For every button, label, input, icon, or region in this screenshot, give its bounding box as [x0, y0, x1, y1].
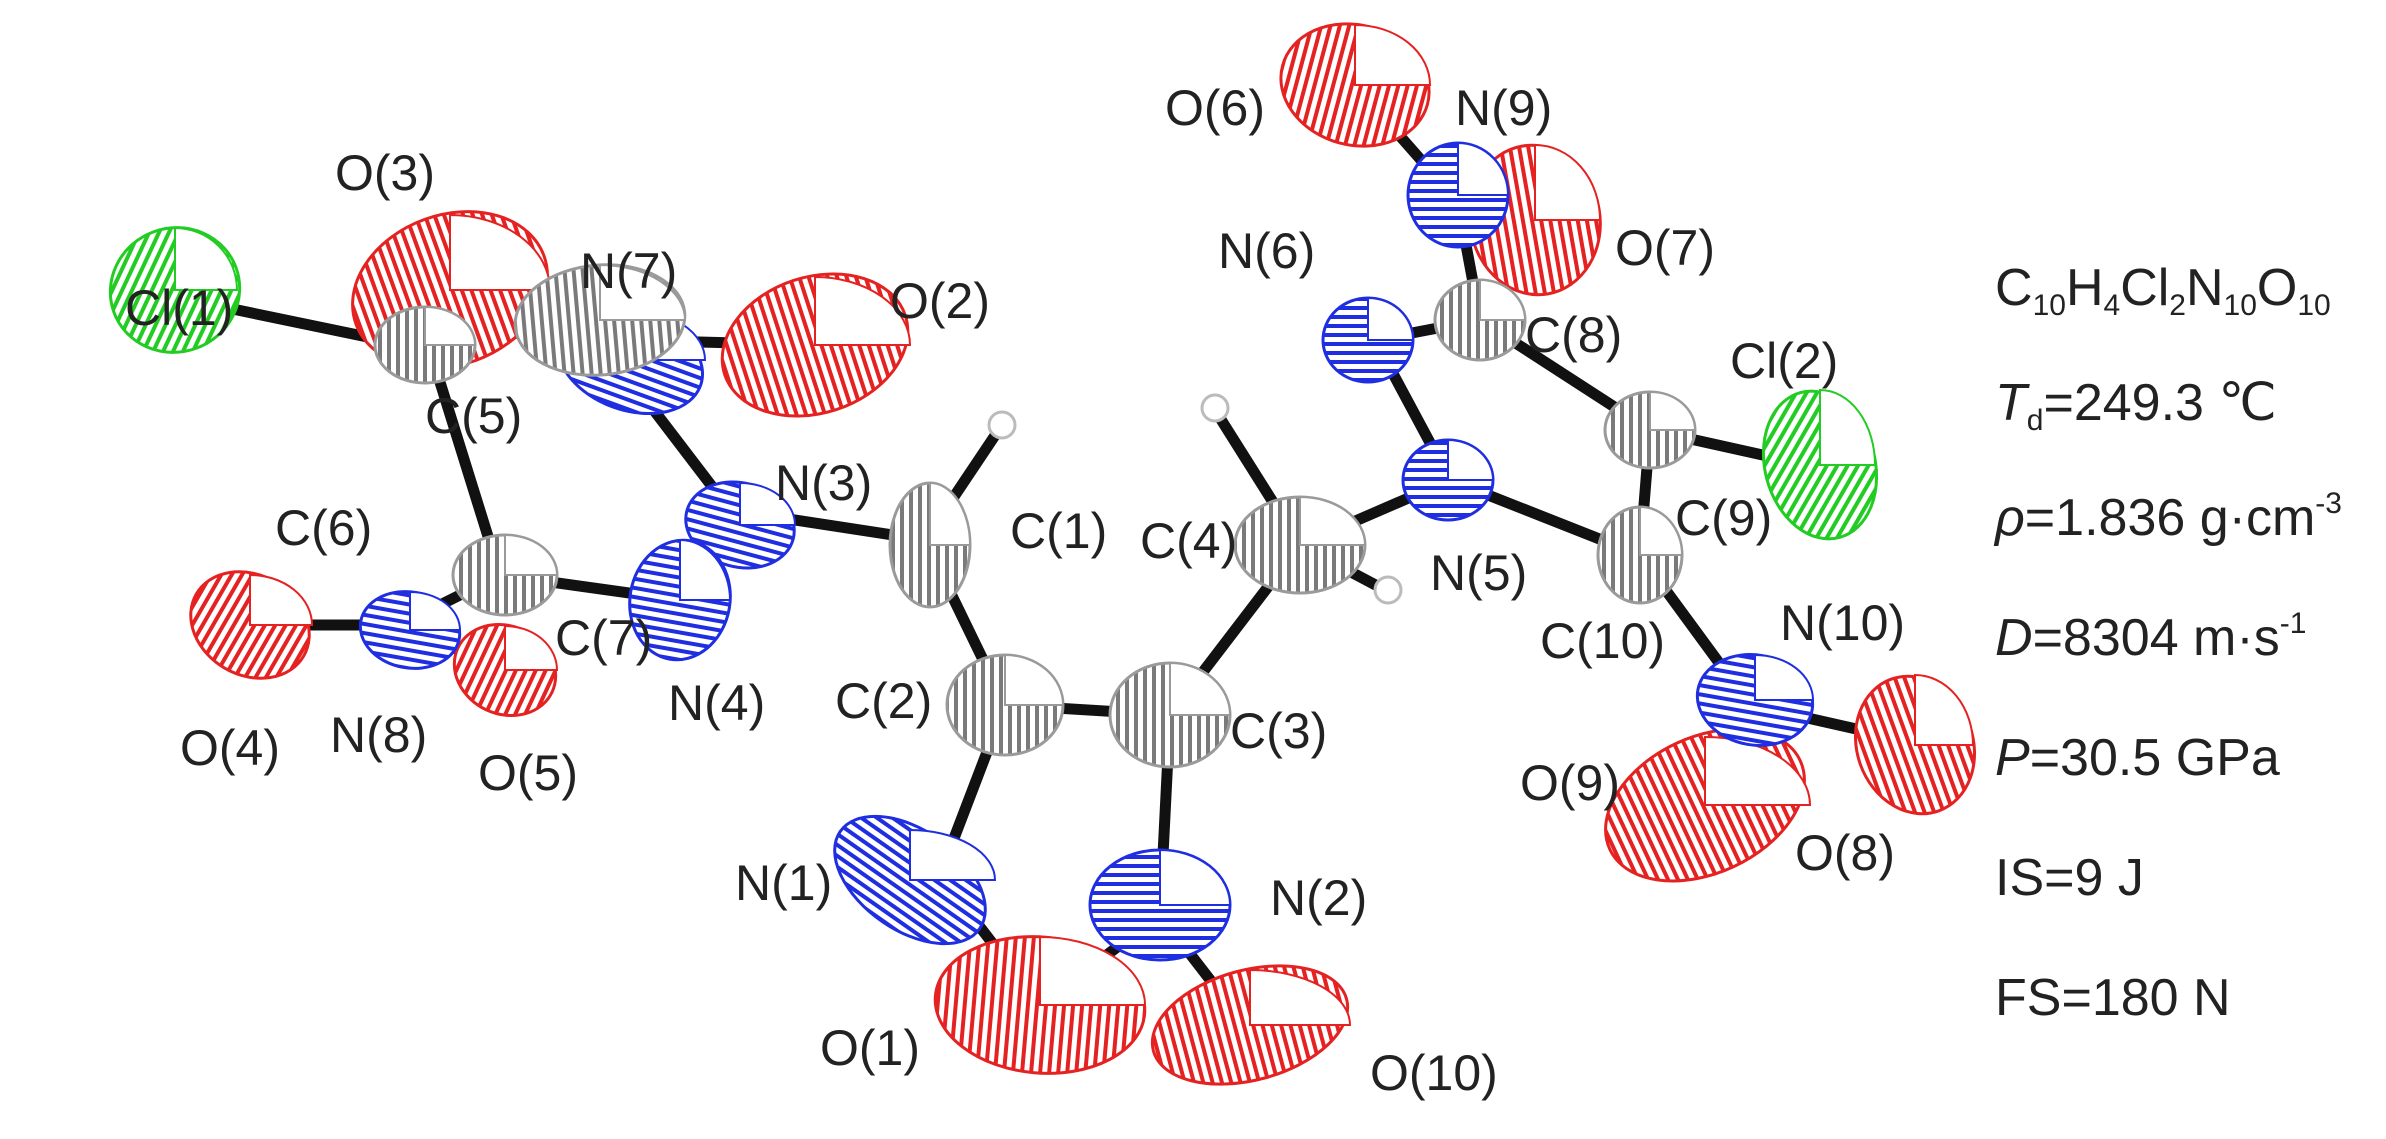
formula-part-3: 4: [2104, 289, 2121, 322]
atoms: [108, 22, 1977, 1086]
formula-part-0: C: [1995, 259, 2033, 317]
atom-o5: [452, 622, 559, 718]
label-o5: O(5): [478, 745, 578, 801]
label-n1: N(1): [735, 855, 832, 911]
atom-n2: [1088, 848, 1232, 962]
label-o7: O(7): [1615, 220, 1715, 276]
friction-sensitivity: FS=180 N: [1995, 969, 2231, 1027]
atom-n10: [1695, 653, 1815, 747]
atom-c10: [1596, 505, 1684, 605]
formula-part-6: N: [2186, 259, 2224, 317]
label-n2: N(2): [1270, 870, 1367, 926]
atom-n1: [833, 814, 997, 946]
label-o1: O(1): [820, 1020, 920, 1076]
formula-part-2: H: [2066, 259, 2104, 317]
atom-h2-c4: [1373, 575, 1403, 605]
impact-sensitivity: IS=9 J: [1995, 849, 2144, 907]
atom-c3: [1108, 661, 1232, 769]
atom-c8: [1433, 278, 1527, 362]
formula-part-9: 10: [2297, 289, 2330, 322]
formula-part-8: O: [2257, 259, 2297, 317]
atom-o4: [189, 570, 314, 680]
atom-h1-c4: [1200, 393, 1230, 423]
atom-o6: [1279, 22, 1432, 148]
formula-part-5: 2: [2169, 289, 2186, 322]
density: ρ=1.836 g·cm-3: [1993, 487, 2342, 547]
label-c1: C(1): [1010, 503, 1107, 559]
label-c6: C(6): [275, 500, 372, 556]
atom-c5: [513, 263, 687, 377]
atom-n5: [1401, 438, 1495, 522]
molecular-formula: C10H4Cl2N10O10: [1995, 259, 2331, 322]
label-o8: O(8): [1795, 825, 1895, 881]
atom-o8: [1853, 673, 1977, 816]
label-c7: C(7): [555, 610, 652, 666]
label-c10: C(10): [1540, 613, 1665, 669]
label-n3: N(3): [775, 455, 872, 511]
label-n10: N(10): [1780, 595, 1905, 651]
label-o3: O(3): [335, 145, 435, 201]
label-n5: N(5): [1430, 545, 1527, 601]
detonation-pressure: P=30.5 GPa: [1995, 729, 2280, 787]
label-c9: C(9): [1675, 490, 1772, 546]
properties-panel: C10H4Cl2N10O10 Td=249.3 ℃ ρ=1.836 g·cm-3…: [1993, 259, 2342, 1027]
label-o2: O(2): [890, 273, 990, 329]
atom-n6: [1321, 296, 1415, 384]
atom-n8: [358, 590, 462, 670]
atom-c4: [1233, 495, 1367, 595]
atom-cl1: [108, 226, 242, 354]
formula-part-7: 10: [2224, 289, 2257, 322]
formula-part-4: Cl: [2120, 259, 2169, 317]
detonation-velocity: D=8304 m·s-1: [1995, 607, 2306, 667]
formula-part-1: 10: [2033, 289, 2066, 322]
label-o9: O(9): [1520, 755, 1620, 811]
label-n6: N(6): [1218, 223, 1315, 279]
atom-c2: [945, 653, 1065, 757]
atom-c1: [888, 481, 972, 609]
atom-o9: [1604, 727, 1812, 883]
label-c3: C(3): [1230, 703, 1327, 759]
atom-cl2: [1761, 388, 1879, 541]
label-n4: N(4): [668, 675, 765, 731]
label-n7: N(7): [580, 243, 677, 299]
atom-c7: [451, 533, 559, 617]
atom-o2: [720, 272, 912, 418]
label-o6: O(6): [1165, 80, 1265, 136]
label-cl1: Cl(1): [125, 280, 233, 336]
atom-n9: [1406, 141, 1510, 249]
label-c2: C(2): [835, 673, 932, 729]
label-o10: O(10): [1370, 1045, 1498, 1101]
atom-n3: [684, 480, 797, 570]
label-n8: N(8): [330, 707, 427, 763]
atom-c9: [1603, 390, 1697, 470]
decomposition-temperature: Td=249.3 ℃: [1995, 374, 2277, 437]
label-c8: C(8): [1525, 307, 1622, 363]
atom-c6: [373, 305, 477, 385]
atom-h-c1: [987, 410, 1017, 440]
atom-labels: Cl(1) O(3) N(7) O(2) C(5) C(6) N(3) C(1)…: [125, 80, 1905, 1101]
label-o4: O(4): [180, 720, 280, 776]
atom-o1: [933, 935, 1147, 1075]
label-c5: C(5): [425, 388, 522, 444]
label-n9: N(9): [1455, 80, 1552, 136]
atom-o10: [1150, 964, 1352, 1086]
atom-n4: [628, 538, 732, 662]
label-cl2: Cl(2): [1730, 333, 1838, 389]
label-c4: C(4): [1140, 513, 1237, 569]
